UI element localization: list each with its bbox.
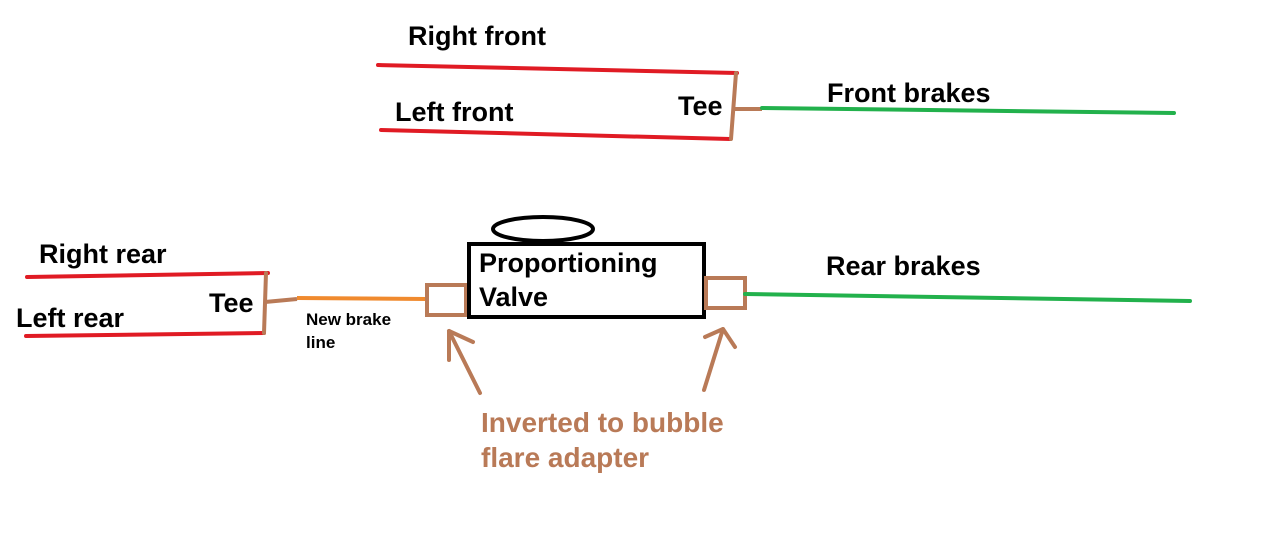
adapter-label-1: Inverted to bubble <box>481 407 724 438</box>
inlet-adapter-fitting <box>425 283 468 317</box>
front-brakes-line <box>760 106 1176 115</box>
front-circuit: Right front Left front Tee Front brakes <box>376 21 1176 141</box>
valve-label-2: Valve <box>479 282 548 312</box>
rear-circuit: Right rear Left rear Tee New brake line … <box>16 215 1192 473</box>
rear-tee-fitting <box>262 271 268 335</box>
front-tee-fitting <box>729 71 738 141</box>
left-front-line <box>379 128 732 141</box>
left-rear-label: Left rear <box>16 303 125 333</box>
valve-knob <box>491 215 595 243</box>
rear-tee-label: Tee <box>209 288 254 318</box>
new-brake-line-label-1: New brake <box>306 310 391 329</box>
right-rear-line <box>25 271 270 279</box>
left-front-label: Left front <box>395 97 513 127</box>
left-rear-line <box>24 331 266 338</box>
outlet-adapter-fitting <box>704 276 747 310</box>
front-brakes-label: Front brakes <box>827 78 991 108</box>
front-tee-label: Tee <box>678 91 723 121</box>
inlet-adapter-arrow <box>447 329 482 395</box>
right-rear-label: Right rear <box>39 239 167 269</box>
adapter-label-2: flare adapter <box>481 442 649 473</box>
right-front-line <box>376 63 739 75</box>
rear-tee-stub <box>264 297 298 304</box>
right-front-label: Right front <box>408 21 546 51</box>
outlet-adapter-arrow <box>702 327 737 392</box>
rear-brakes-label: Rear brakes <box>826 251 981 281</box>
new-brake-line <box>296 296 428 301</box>
rear-brakes-line <box>743 292 1192 303</box>
valve-label-1: Proportioning <box>479 248 657 278</box>
new-brake-line-label-2: line <box>306 333 335 352</box>
